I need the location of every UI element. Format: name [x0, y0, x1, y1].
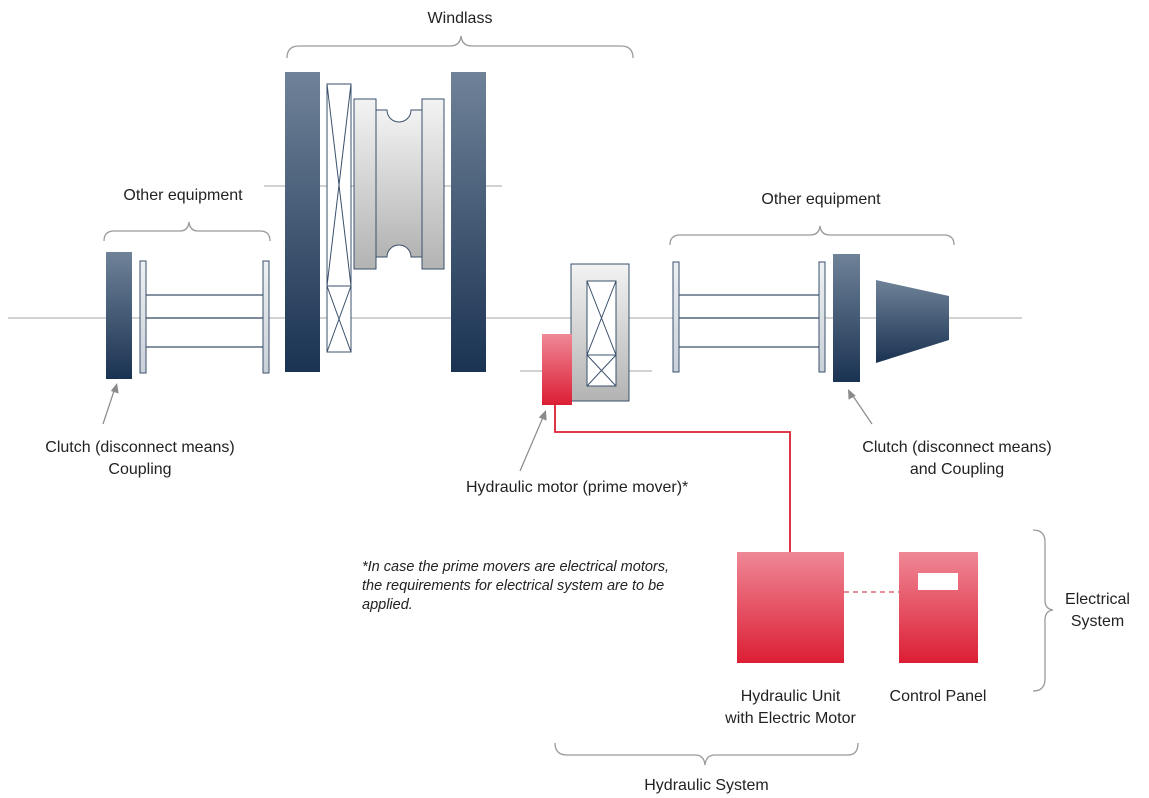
other-equipment-left-label: Other equipment	[123, 187, 243, 204]
electrical-system-line2: System	[1070, 613, 1125, 630]
right-equipment-cone	[876, 280, 949, 363]
electrical-system-label: Electrical System	[1050, 589, 1145, 633]
windlass-drum-left-rim	[353, 98, 377, 270]
windlass-bracket	[286, 35, 634, 59]
hydraulic-line	[554, 405, 791, 552]
motor-arrow	[519, 414, 545, 472]
hydraulic-system-bracket	[554, 742, 859, 766]
windlass-label: Windlass	[427, 10, 493, 27]
clutch-right-label: Clutch (disconnect means) and Coupling	[837, 437, 1077, 481]
motor-rotor	[586, 280, 617, 387]
clutch-right-line2: and Coupling	[909, 461, 1005, 478]
hydraulic-unit-box	[737, 552, 844, 663]
hydraulic-motor-block	[542, 334, 572, 405]
right-clutch-plate	[833, 254, 860, 382]
windlass-brake	[326, 83, 352, 353]
windlass-right-plate	[451, 72, 486, 372]
windlass-drum-right-rim	[421, 98, 445, 270]
hydraulic-unit-line1: Hydraulic Unit	[740, 688, 841, 705]
right-flange-outer	[818, 261, 826, 373]
other-equipment-right-label: Other equipment	[761, 191, 881, 208]
clutch-left-line1: Clutch (disconnect means)	[45, 439, 235, 456]
other-equipment-left-bracket	[103, 221, 271, 242]
clutch-left-line2: Coupling	[108, 461, 172, 478]
left-flange-inner	[139, 260, 147, 374]
left-clutch-arrow	[102, 387, 116, 425]
control-panel-label: Control Panel	[889, 688, 987, 705]
clutch-right-line1: Clutch (disconnect means)	[862, 439, 1052, 456]
control-panel-box	[899, 552, 978, 663]
other-equipment-right-bracket	[669, 225, 955, 246]
windlass-drum-body	[375, 109, 423, 258]
control-panel-display	[918, 573, 958, 590]
electrical-system-line1: Electrical	[1065, 591, 1130, 608]
hydraulic-unit-line2: with Electric Motor	[725, 710, 856, 727]
left-clutch-plate	[106, 252, 132, 379]
hydraulic-unit-label: Hydraulic Unit with Electric Motor	[700, 686, 881, 730]
windlass-left-plate	[285, 72, 320, 372]
electrical-system-bracket	[1032, 529, 1054, 692]
left-flange-outer	[262, 260, 270, 374]
right-clutch-arrow	[850, 392, 873, 425]
hydraulic-motor-label: Hydraulic motor (prime mover)*	[466, 479, 689, 496]
electrical-motor-note: *In case the prime movers are electrical…	[362, 559, 670, 613]
clutch-left-label: Clutch (disconnect means) Coupling	[20, 437, 260, 481]
right-flange-inner	[672, 261, 680, 373]
hydraulic-system-label: Hydraulic System	[644, 777, 769, 794]
